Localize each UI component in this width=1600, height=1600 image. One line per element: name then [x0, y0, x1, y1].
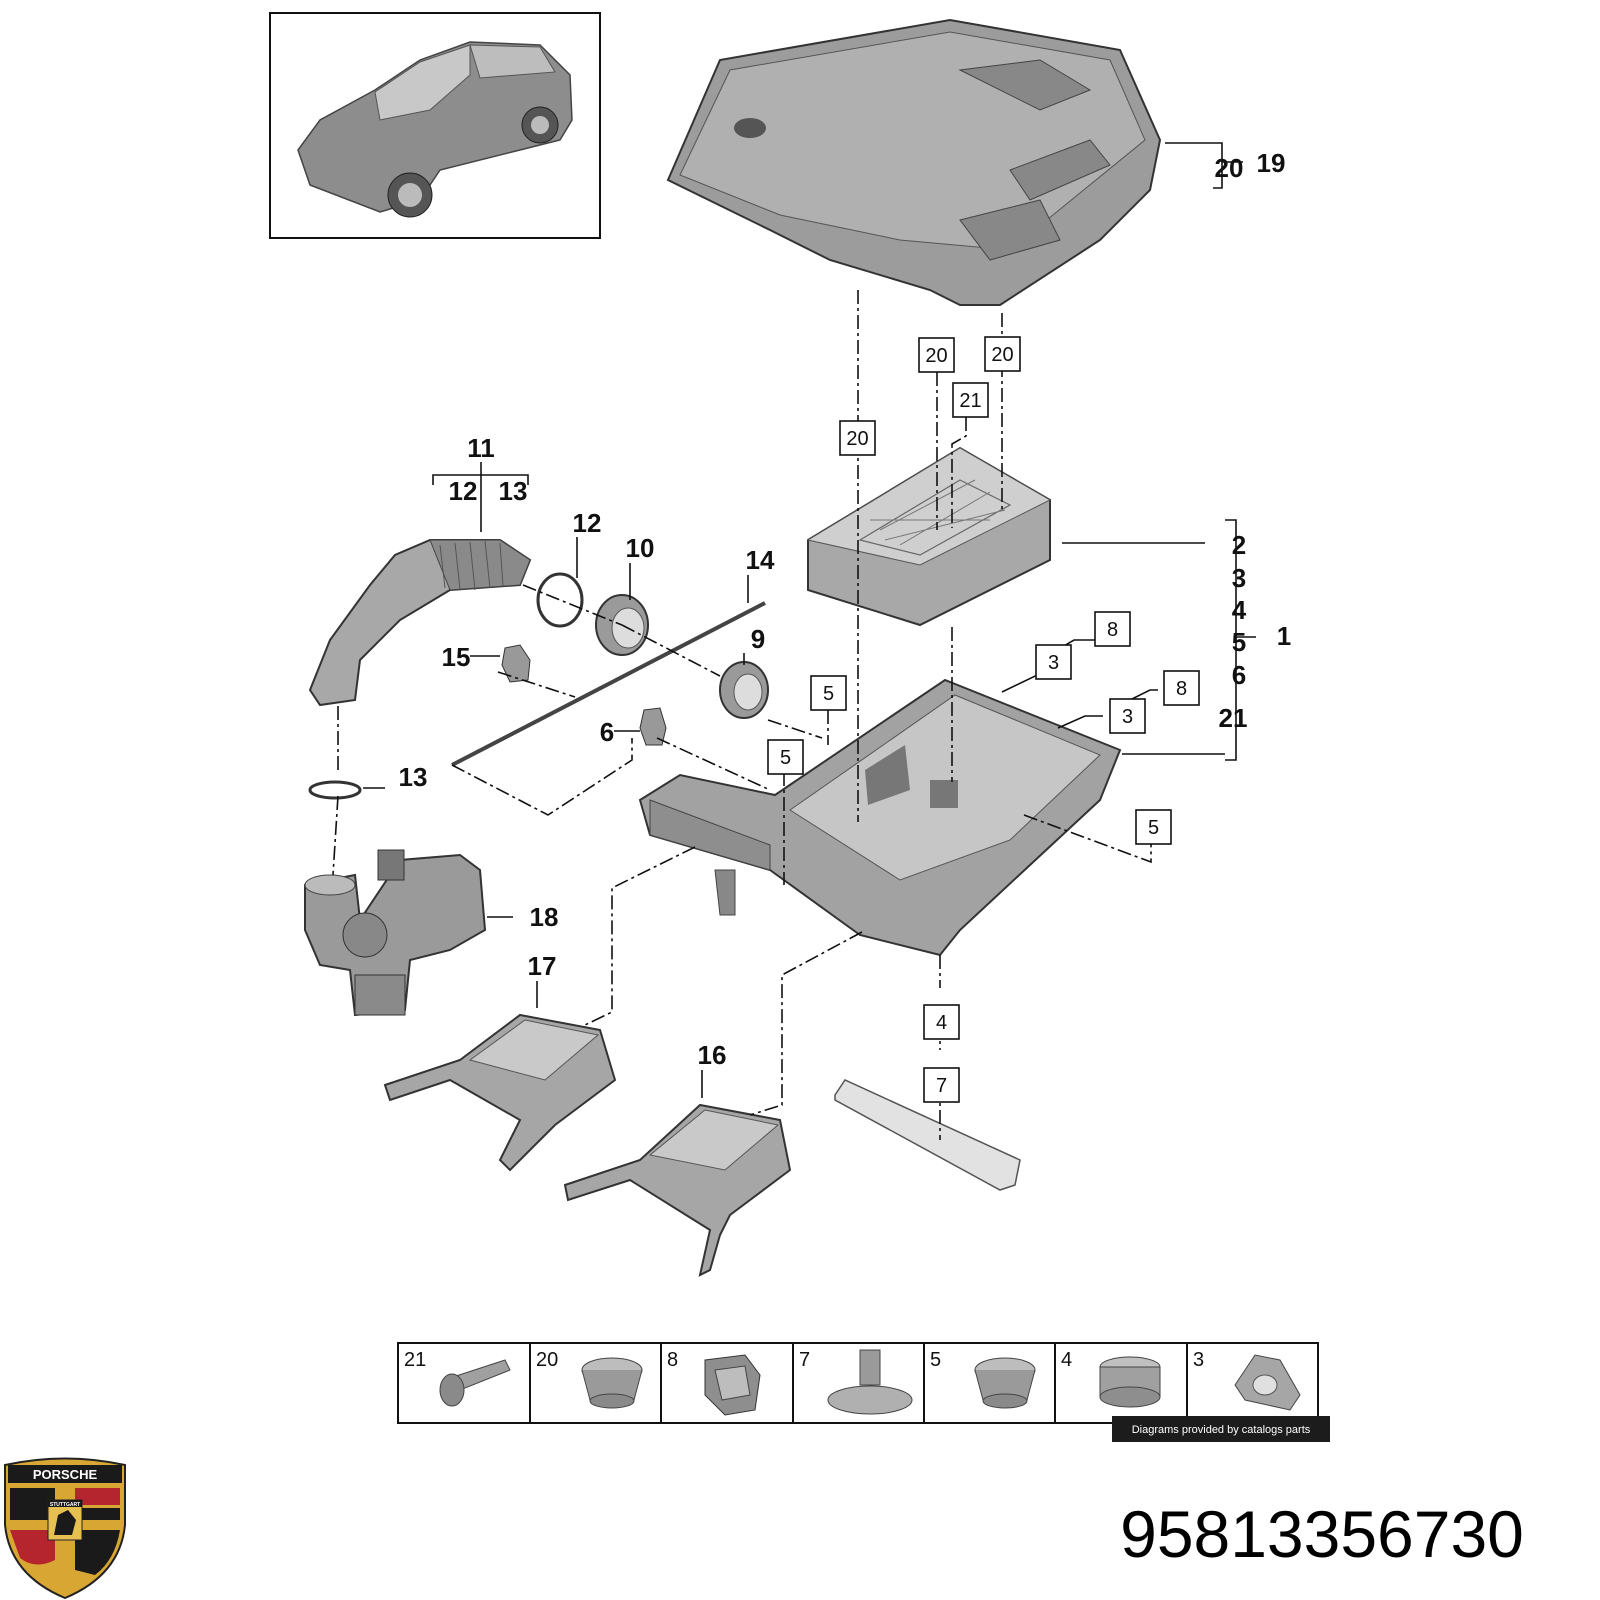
boxed-labels: 20 20 20 21 8 3 8 3 5 5 5 4 7 — [767, 336, 1200, 1103]
svg-text:STUTTGART: STUTTGART — [50, 1502, 80, 1508]
push-rivet-icon — [827, 1349, 913, 1415]
callout-group1-6: 6 — [1232, 660, 1246, 690]
callout-group1-3: 3 — [1232, 563, 1246, 593]
box-label-20-b: 20 — [984, 336, 1021, 372]
turbocharger — [304, 849, 487, 1017]
part-number: 95813356730 — [1120, 1497, 1524, 1571]
seal-ring-9 — [719, 661, 769, 719]
svg-text:8: 8 — [1176, 678, 1187, 700]
air-filter-housing — [638, 678, 1122, 957]
support-strip — [834, 1079, 1021, 1191]
callout-15: 15 — [442, 642, 471, 672]
svg-text:7: 7 — [936, 1075, 947, 1097]
air-filter-element — [806, 446, 1052, 627]
svg-text:21: 21 — [959, 390, 981, 412]
callout-group1-2: 2 — [1232, 530, 1246, 560]
fastener-strip: 21 20 8 7 5 4 3 — [397, 1342, 1319, 1424]
callout-13-group: 13 — [499, 476, 528, 506]
callout-10: 10 — [626, 533, 655, 563]
svg-text:3: 3 — [1122, 706, 1133, 728]
bracket-icon — [1234, 1354, 1301, 1411]
credit-badge: Diagrams provided by catalogs parts — [1112, 1416, 1330, 1442]
engine-cover — [666, 18, 1162, 306]
bushing-icon — [1099, 1356, 1161, 1408]
svg-text:5: 5 — [823, 683, 834, 705]
box-label-7: 7 — [923, 1067, 960, 1103]
box-label-20-a: 20 — [918, 337, 955, 373]
box-label-3-b: 3 — [1109, 698, 1146, 734]
svg-text:20: 20 — [991, 344, 1013, 366]
sensor-15 — [501, 644, 531, 683]
callout-12-group: 12 — [449, 476, 478, 506]
callout-group1-21: 21 — [1219, 703, 1248, 733]
callout-numbers: 19 20 11 12 13 12 10 14 9 15 6 13 18 17 … — [399, 148, 1292, 1070]
box-label-8-b: 8 — [1163, 670, 1200, 706]
callout-20-group: 20 — [1215, 153, 1244, 183]
svg-text:5: 5 — [780, 747, 791, 769]
callout-group1-5: 5 — [1232, 627, 1246, 657]
box-label-5-b: 5 — [767, 739, 804, 775]
svg-text:Diagrams provided by catalogs: Diagrams provided by catalogs parts — [1132, 1424, 1311, 1436]
callout-16: 16 — [698, 1040, 727, 1070]
strip-num-3: 3 — [1193, 1349, 1204, 1371]
callout-19: 19 — [1257, 148, 1286, 178]
box-label-5-a: 5 — [810, 675, 847, 711]
strip-num-4: 4 — [1061, 1349, 1072, 1371]
callout-9: 9 — [751, 624, 765, 654]
intake-hose — [308, 539, 532, 707]
svg-text:4: 4 — [936, 1012, 947, 1034]
box-label-20-c: 20 — [839, 420, 876, 456]
box-label-5-c: 5 — [1135, 809, 1172, 845]
box-label-21: 21 — [952, 382, 989, 418]
svg-text:20: 20 — [925, 345, 947, 367]
callout-13: 13 — [399, 762, 428, 792]
bolt-icon — [439, 1359, 511, 1407]
svg-text:PORSCHE: PORSCHE — [33, 1467, 98, 1482]
callout-1: 1 — [1277, 621, 1291, 651]
grommet-icon — [581, 1357, 643, 1409]
heat-shield-17 — [383, 1013, 617, 1172]
clip-icon — [704, 1354, 761, 1416]
strip-num-8: 8 — [667, 1349, 678, 1371]
heat-shield-16 — [563, 1103, 792, 1277]
callout-12: 12 — [573, 508, 602, 538]
sensor-6 — [639, 707, 667, 746]
sensor-rod — [451, 601, 766, 767]
box-label-3-a: 3 — [1035, 644, 1072, 680]
callout-11: 11 — [467, 433, 495, 463]
o-ring-13 — [308, 780, 362, 800]
svg-text:5: 5 — [1148, 817, 1159, 839]
strip-num-20: 20 — [536, 1349, 558, 1371]
box-label-4: 4 — [923, 1004, 960, 1040]
svg-text:8: 8 — [1107, 619, 1118, 641]
callout-18: 18 — [530, 902, 559, 932]
callout-17: 17 — [528, 951, 557, 981]
svg-text:20: 20 — [846, 428, 868, 450]
vehicle-thumbnail — [269, 12, 601, 239]
strip-num-7: 7 — [799, 1349, 810, 1371]
strip-num-5: 5 — [930, 1349, 941, 1371]
hose-clamp — [536, 572, 584, 628]
callout-group1-4: 4 — [1232, 595, 1247, 625]
box-label-8-a: 8 — [1094, 611, 1131, 647]
callout-6: 6 — [600, 717, 614, 747]
porsche-crest: PORSCHE STUTTGART — [4, 1457, 126, 1600]
callout-14: 14 — [746, 545, 775, 575]
grommet-icon — [974, 1357, 1036, 1409]
strip-num-21: 21 — [404, 1349, 426, 1371]
svg-text:3: 3 — [1048, 652, 1059, 674]
callout-leaders — [363, 142, 1256, 1098]
